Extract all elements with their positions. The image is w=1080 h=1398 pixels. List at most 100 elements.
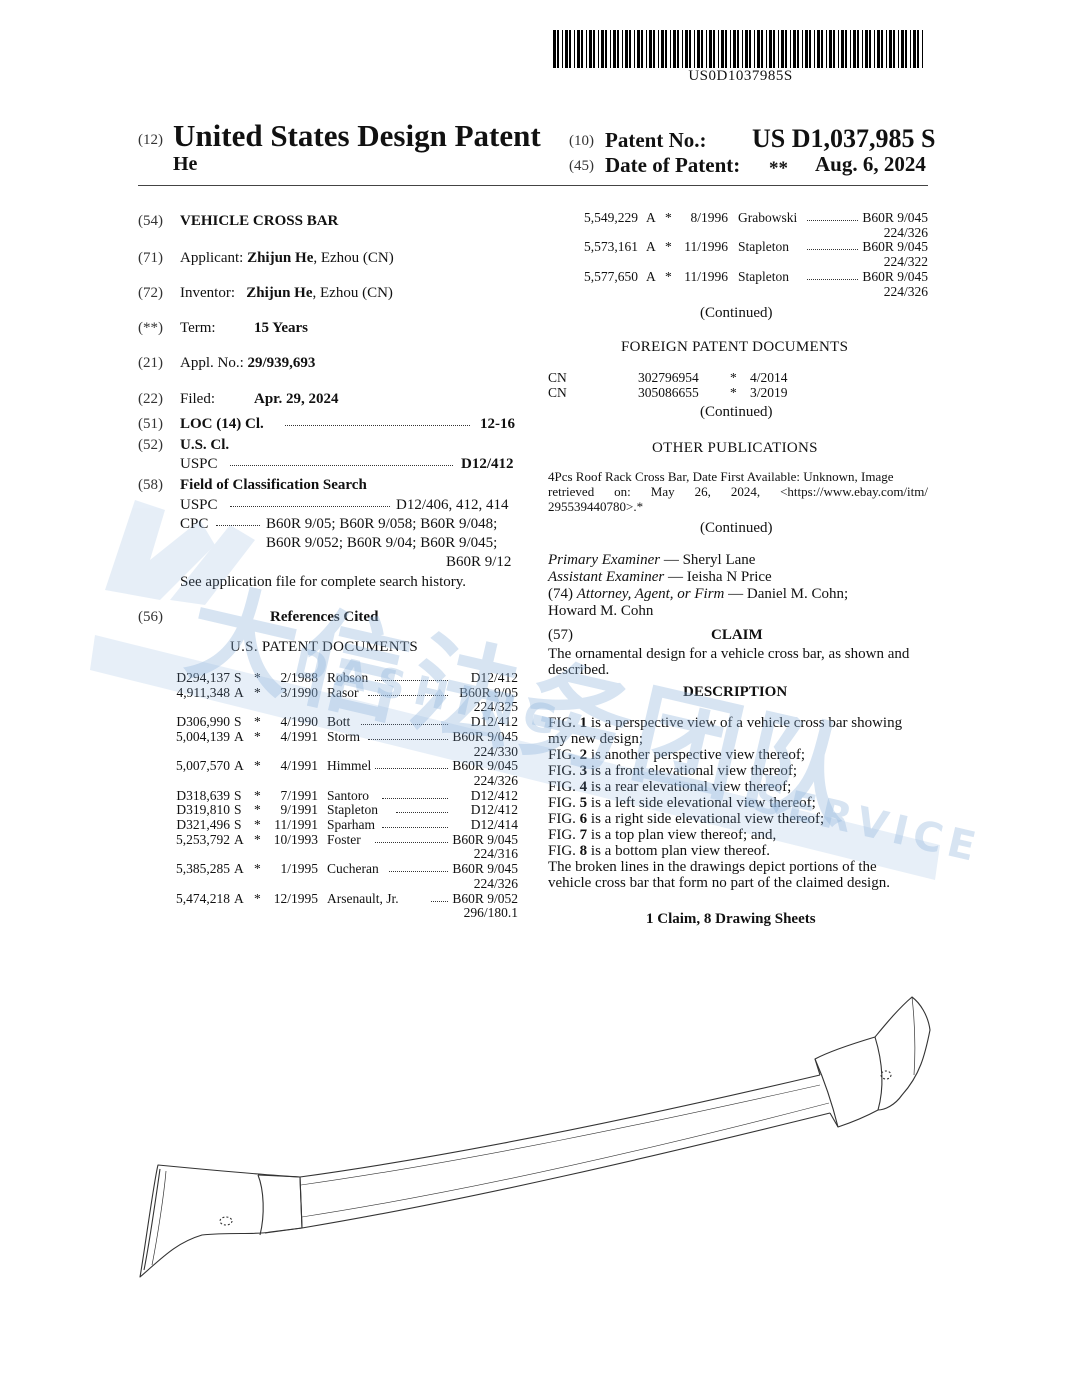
- description-text: is a right side elevational view thereof…: [587, 811, 825, 827]
- ref-leader: [389, 871, 448, 873]
- barcode-bar: [809, 30, 811, 68]
- filed-date: Apr. 29, 2024: [254, 391, 339, 407]
- ref-subclass: 224/322: [883, 254, 928, 270]
- description-line: FIG. 1 is a perspective view of a vehicl…: [548, 715, 928, 731]
- ref-date: 10/1993: [273, 831, 318, 847]
- ref-leader: [375, 680, 448, 681]
- ref-class: B60R 9/045: [862, 239, 928, 255]
- ref-class: B60R 9/045: [452, 831, 518, 847]
- ref-class: D12/412: [470, 670, 518, 685]
- ref-name: Grabowski: [738, 210, 798, 225]
- ref-star: *: [254, 890, 261, 906]
- code-22: (22): [138, 391, 163, 407]
- ref-number: 5,253,792: [176, 831, 230, 847]
- ref-star: *: [254, 861, 261, 877]
- ref-star: *: [254, 670, 261, 685]
- ref-kind: A: [646, 210, 656, 225]
- us-cl-value: D12/412: [461, 456, 514, 472]
- ref-name: Arsenault, Jr.: [327, 890, 399, 906]
- ref-date: 11/1996: [684, 239, 728, 255]
- barcode-bar: [773, 30, 775, 68]
- barcode-bar: [713, 30, 715, 68]
- ref-star: *: [254, 817, 261, 832]
- ref-kind: S: [234, 714, 242, 730]
- claim-code: (57): [548, 627, 573, 643]
- field-cpc-line1: B60R 9/05; B60R 9/058; B60R 9/048;: [266, 516, 498, 532]
- claim-line2: described.: [548, 662, 610, 678]
- ref-date: 2/1988: [280, 670, 318, 685]
- barcode-bar: [893, 30, 895, 68]
- barcode-bar: [881, 30, 883, 68]
- code-52: (52): [138, 437, 163, 453]
- description-text: FIG.: [548, 795, 580, 811]
- barcode-bar: [682, 30, 683, 68]
- barcode-text: US0D1037985S: [688, 68, 793, 84]
- description-line: my new design;: [548, 731, 928, 747]
- ref-leader: [396, 812, 448, 814]
- barcode-bar: [874, 30, 875, 68]
- figure-number: 6: [579, 811, 588, 827]
- barcode-bar: [742, 30, 743, 68]
- continued-1: (Continued): [700, 305, 773, 321]
- field-uspc-value: D12/406, 412, 414: [396, 497, 509, 513]
- ref-date: 12/1995: [273, 890, 318, 906]
- ref-class: D12/412: [470, 802, 518, 818]
- figure-number: 5: [579, 795, 588, 811]
- barcode-bar: [790, 30, 791, 68]
- assistant-examiner: Assistant Examiner — Ieisha N Price: [548, 569, 772, 585]
- ref-name: Foster: [327, 831, 361, 847]
- barcode-bar: [805, 30, 808, 68]
- barcode-bar: [889, 30, 892, 68]
- applicant-location: , Ezhou (CN): [313, 250, 394, 266]
- ref-kind: S: [234, 670, 242, 685]
- ref-leader: [807, 278, 858, 280]
- other-publication-line2: retrieved on: May 26, 2024, <https://www…: [548, 484, 928, 499]
- ref-leader: [807, 249, 858, 251]
- barcode-bar: [574, 30, 575, 68]
- barcode-bar: [869, 30, 871, 68]
- barcode-bar: [749, 30, 751, 68]
- us-cl-label: U.S. Cl.: [180, 437, 230, 453]
- barcode-bar: [553, 30, 556, 68]
- barcode-bar: [766, 30, 767, 68]
- ref-star: *: [254, 714, 261, 730]
- description-line: The broken lines in the drawings depict …: [548, 859, 928, 875]
- description-text: is a top plan view thereof; and,: [587, 827, 777, 843]
- ref-leader: [431, 900, 448, 902]
- other-publications-heading: OTHER PUBLICATIONS: [652, 440, 818, 456]
- barcode-bar: [905, 30, 907, 68]
- barcode-bar: [629, 30, 631, 68]
- ref-leader: [368, 738, 448, 740]
- barcode-bar: [562, 30, 563, 68]
- description-line: FIG. 6 is a right side elevational view …: [548, 811, 928, 827]
- barcode-bar: [757, 30, 760, 68]
- appl-no-value: 29/939,693: [247, 355, 316, 371]
- barcode-bar: [785, 30, 787, 68]
- attorney-line1: (74) Attorney, Agent, or Firm — Daniel M…: [548, 586, 849, 602]
- figure-number: 7: [579, 827, 588, 843]
- description-line: FIG. 4 is a rear elevational view thereo…: [548, 779, 928, 795]
- barcode-bar: [605, 30, 607, 68]
- barcode-bar: [677, 30, 679, 68]
- ref-number: 5,007,570: [176, 758, 230, 774]
- barcode-bar: [586, 30, 587, 68]
- applicant-field: Applicant: Zhijun He, Ezhou (CN): [180, 250, 394, 267]
- ref-date: 11/1996: [684, 268, 728, 284]
- barcode-bar: [625, 30, 628, 68]
- description-line: FIG. 2 is another perspective view there…: [548, 747, 928, 763]
- primary-examiner-label: Primary Examiner: [548, 552, 661, 568]
- cross-bar-drawing: [130, 985, 940, 1295]
- ref-star: *: [254, 758, 261, 774]
- term-label: Term:: [180, 320, 216, 336]
- ref-class: D12/412: [470, 787, 518, 803]
- description-text: is a left side elevational view thereof;: [587, 795, 816, 811]
- field-cpc-line3: B60R 9/12: [446, 554, 512, 570]
- ref-star: *: [254, 831, 261, 847]
- barcode-bar: [601, 30, 604, 68]
- description-text: FIG.: [548, 763, 580, 779]
- description-line: vehicle cross bar that form no part of t…: [548, 875, 928, 891]
- ref-leader: [807, 220, 858, 221]
- description-line: FIG. 3 is a front elevational view there…: [548, 763, 928, 779]
- ref-name: Stapleton: [327, 802, 378, 818]
- applicant-label: Applicant:: [180, 250, 244, 266]
